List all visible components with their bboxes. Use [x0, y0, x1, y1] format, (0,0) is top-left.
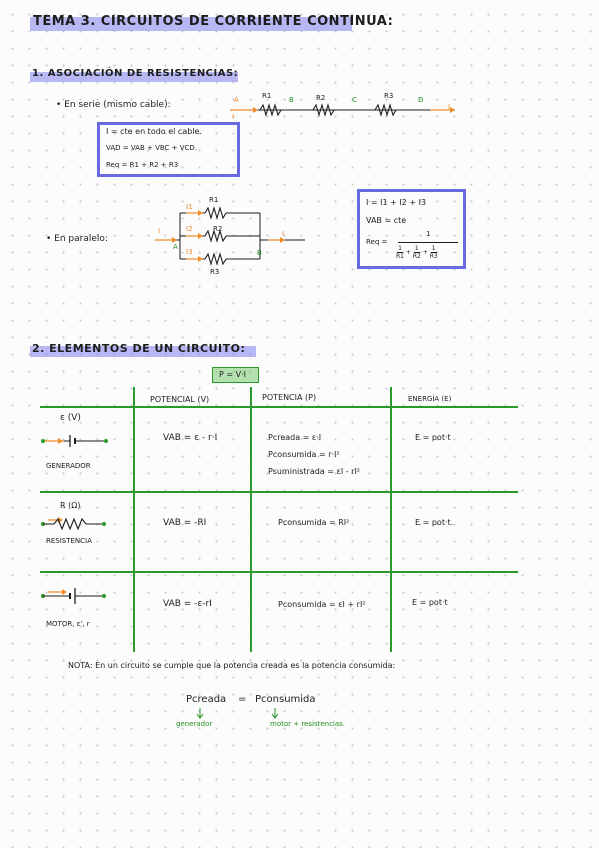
node-b-label: B — [289, 96, 294, 104]
resistencia-symbol: R (Ω) — [60, 501, 81, 510]
current-i1-label: I1 — [186, 203, 193, 211]
current-label: I — [158, 227, 161, 235]
col-header-potencia: POTENCIA (P) — [262, 393, 317, 402]
generador-label: GENERADOR — [46, 462, 91, 470]
r3-label: R3 — [384, 92, 394, 100]
motor-icon — [41, 588, 106, 604]
node-a-label: A — [234, 96, 239, 104]
section2-heading: 2. ELEMENTOS DE UN CIRCUITO: — [32, 342, 246, 355]
serie-line-1: I = cte en todo el cable. — [106, 127, 202, 136]
resistor-icon — [41, 517, 106, 531]
current-label: I — [232, 113, 235, 121]
current-arrow-icon — [450, 107, 455, 113]
generador-potencia-3: Psuministrada = εI - rI² — [268, 467, 361, 476]
current-i3-label: I3 — [186, 248, 193, 256]
title-highlight — [30, 17, 352, 31]
equation-right: Pconsumida — [255, 694, 316, 705]
current-arrow-icon — [253, 107, 258, 113]
section2-highlight — [30, 346, 256, 357]
r1-label: R1 — [209, 196, 219, 204]
annotation-arrows — [196, 708, 279, 719]
paralelo-line-1: I = I1 + I2 + I3 — [366, 198, 427, 207]
parallel-circuit-diagram — [155, 206, 305, 266]
r1-label: R1 — [262, 92, 272, 100]
col-header-potencial: POTENCIAL (V) — [150, 395, 210, 404]
table-col-line — [390, 387, 392, 652]
annotation-generador: generador — [176, 720, 213, 728]
table-col-line — [133, 387, 135, 652]
motor-energia: E = pot·t — [412, 598, 448, 607]
page-title: TEMA 3. CIRCUITOS DE CORRIENTE CONTINUA: — [33, 14, 394, 29]
annotation-motor: motor + resistencias. — [270, 720, 346, 728]
section1-heading: 1. ASOCIACIÓN DE RESISTENCIAS: — [32, 68, 239, 79]
resistencia-label: RESISTENCIA — [46, 537, 92, 545]
equation-equals: = — [238, 694, 247, 705]
table-col-line — [250, 387, 252, 652]
power-formula-box — [212, 367, 259, 383]
current-arrow-icon — [172, 237, 177, 243]
down-arrow-icon — [271, 713, 279, 719]
serie-summary-box — [97, 122, 240, 177]
col-header-energia: ENERGÍA (E) — [408, 395, 452, 403]
current-label: I — [282, 230, 285, 238]
paralelo-summary-box — [357, 189, 466, 269]
paralelo-line-2: VAB = cte — [366, 216, 407, 225]
resistor-r2-symbol — [312, 103, 335, 117]
node-b-label: B — [257, 249, 262, 257]
resistor-r3-symbol — [204, 252, 227, 266]
series-circuit-diagram — [230, 103, 455, 117]
generador-potencial: VAB = ε - r·I — [163, 433, 218, 443]
resistencia-potencial: VAB = -RI — [163, 518, 207, 528]
nota-text: NOTA: En un circuito se cumple que la po… — [68, 661, 396, 670]
resistor-r3-symbol — [374, 103, 397, 117]
table-header-line — [40, 406, 518, 408]
r3-label: R3 — [210, 268, 220, 276]
resistor-r1-symbol — [259, 103, 282, 117]
node-c-label: C — [352, 96, 357, 104]
generador-symbol: ε (V) — [60, 413, 81, 423]
table-row-line — [40, 571, 518, 573]
serie-line-2: VAD = VAB + VBC + VCD. — [106, 144, 198, 152]
current-arrow-icon — [198, 210, 203, 216]
generador-potencia-1: Pcreada = ε·I — [268, 433, 322, 442]
generator-icon — [41, 435, 108, 447]
generador-energia: E = pot·t — [415, 433, 451, 442]
current-label: I — [448, 103, 451, 111]
node-a-label: A — [173, 243, 178, 251]
current-arrow-icon — [280, 237, 285, 243]
paralelo-label: • En paralelo: — [46, 234, 108, 244]
generador-potencia-2: Pconsumida = r·I² — [268, 450, 340, 459]
table-row-line — [40, 491, 518, 493]
resistencia-potencia: Pconsumida = RI² — [278, 518, 350, 527]
req-fraction-bar — [398, 242, 458, 243]
serie-line-3: Req = R1 + R2 + R3 — [106, 161, 179, 169]
motor-potencia: Pconsumida = εI + rI² — [278, 600, 366, 609]
r2-label: R2 — [316, 94, 326, 102]
req-label: Req = — [366, 238, 388, 246]
current-arrow-icon — [198, 256, 203, 262]
power-formula: P = V·I — [219, 370, 246, 379]
resistor-r2-symbol — [204, 229, 227, 243]
serie-label: • En serie (mismo cable): — [56, 100, 171, 110]
equation-left: Pcreada — [186, 694, 227, 705]
current-i2-label: I2 — [186, 225, 193, 233]
motor-label: MOTOR, ε', r — [46, 620, 90, 628]
down-arrow-icon — [196, 713, 204, 719]
node-d-label: D — [418, 96, 424, 104]
resistencia-energia: E = pot·t. — [415, 518, 454, 527]
r2-label: R2 — [213, 225, 223, 233]
req-numerator: 1 — [426, 230, 431, 238]
section1-highlight — [30, 72, 238, 82]
resistor-r1-symbol — [204, 206, 227, 220]
current-arrow-icon — [198, 233, 203, 239]
motor-potencial: VAB = -ε-rI — [163, 599, 212, 609]
